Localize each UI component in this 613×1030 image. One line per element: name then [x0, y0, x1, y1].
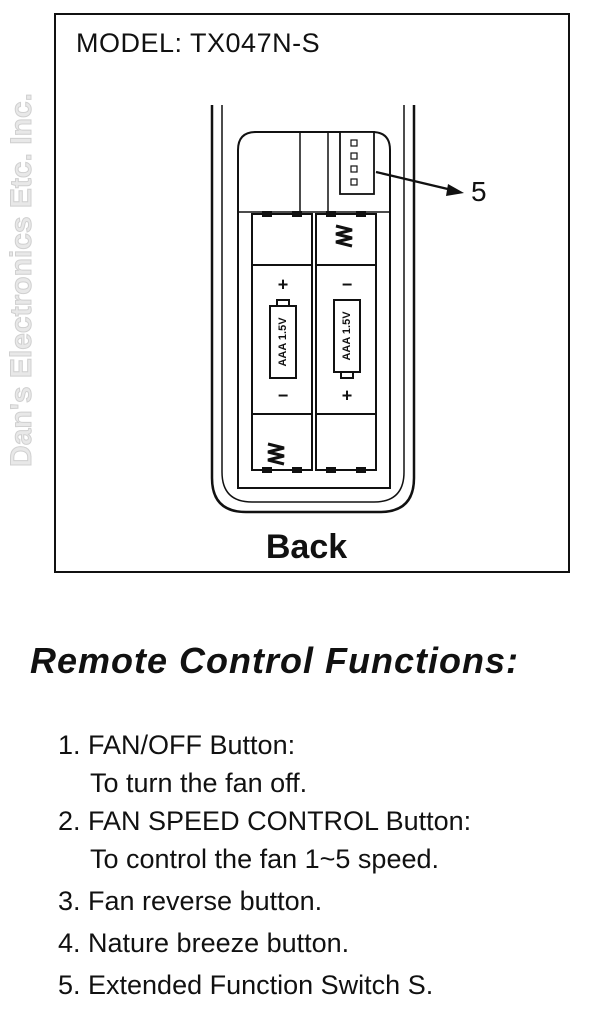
battery-right-label: AAA 1.5V	[341, 311, 353, 361]
list-item-description: To control the fan 1~5 speed.	[90, 844, 439, 874]
remote-inner-wall	[221, 105, 405, 503]
battery-right-bottom-sign: +	[341, 385, 353, 406]
battery-left-bottom-sign: −	[277, 385, 289, 406]
view-label: Back	[265, 528, 348, 566]
model-label: MODEL: TX047N-S	[76, 28, 321, 58]
function-list: 1. FAN/OFF Button: To turn the fan off. …	[58, 726, 471, 1004]
figure-frame	[54, 13, 570, 573]
list-item: 2. FAN SPEED CONTROL Button:	[58, 806, 472, 836]
battery-bay-left	[251, 213, 313, 471]
battery-left-label: AAA 1.5V	[277, 317, 289, 367]
callout-arrow	[375, 170, 453, 192]
battery-bay-right	[315, 213, 377, 471]
section-heading: Remote Control Functions:	[30, 640, 519, 681]
battery-left-top-sign: +	[277, 274, 289, 295]
list-item-description: To turn the fan off.	[90, 768, 308, 798]
spring-icon	[267, 442, 285, 466]
callout-number: 5	[471, 176, 487, 207]
spring-icon	[335, 224, 353, 248]
battery-right-top-sign: −	[341, 274, 353, 295]
remote-back-diagram	[210, 105, 464, 514]
list-item: 4. Nature breeze button.	[58, 928, 350, 958]
list-item: 5. Extended Function Switch S.	[58, 970, 434, 1000]
list-item: 3. Fan reverse button.	[58, 886, 323, 916]
remote-body	[210, 105, 416, 514]
list-item: 1. FAN/OFF Button:	[58, 730, 296, 760]
